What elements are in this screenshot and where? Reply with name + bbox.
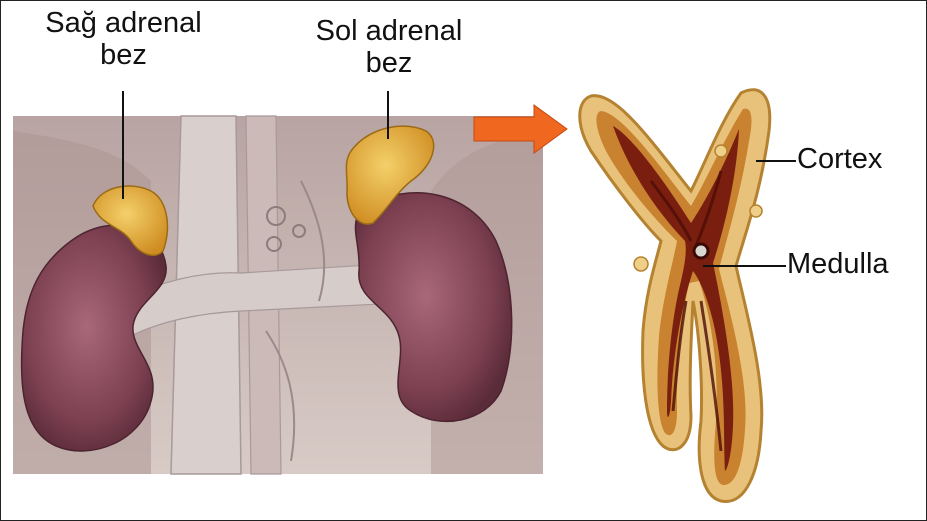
adrenal-cross-section [580, 90, 770, 502]
cortex-label: Cortex [797, 143, 882, 175]
right-adrenal-label-line2: bez [21, 39, 226, 71]
left-adrenal-label: Sol adrenal bez [289, 15, 489, 80]
medulla-label: Medulla [787, 248, 889, 280]
right-adrenal-label: Sağ adrenal bez [21, 7, 226, 72]
left-adrenal-label-line1: Sol adrenal [289, 15, 489, 47]
right-adrenal-label-line1: Sağ adrenal [21, 7, 226, 39]
left-adrenal-label-line2: bez [289, 47, 489, 79]
